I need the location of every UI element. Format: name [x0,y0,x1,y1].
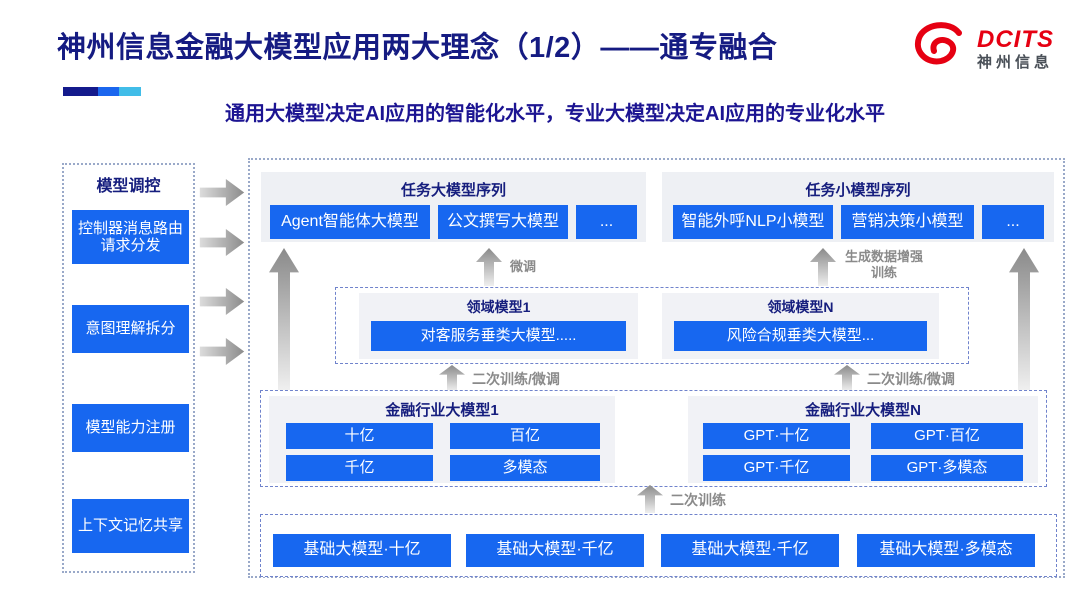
task-small-model-panel: 任务小模型序列 智能外呼NLP小模型 营销决策小模型 ... [662,172,1054,242]
gen-data-train-label: 生成数据增强训练 [844,249,923,281]
industry-model-n-title: 金融行业大模型N [805,402,921,419]
node-risk-compliance-model: 风险合规垂类大模型... [674,321,927,351]
node-marketing-model: 营销决策小模型 [841,205,974,239]
sidebar-item-register: 模型能力注册 [72,404,189,452]
logo-brand-cn-text: 神州信息 [977,54,1054,72]
up-arrow-icon [439,365,465,396]
industry-model-1-panel: 金融行业大模型1 十亿 百亿 千亿 多模态 [269,396,615,483]
secondary-finetune-left-label: 二次训练/微调 [472,371,560,387]
right-arrow-icon [199,288,245,320]
up-arrow-tall-icon [1009,248,1039,395]
node-10b: 百亿 [450,423,600,449]
up-arrow-icon [810,248,836,291]
node-base-1b: 基础大模型·十亿 [273,534,451,567]
node-task-large-more: ... [576,205,637,239]
model-control-sidebar: 模型调控 控制器消息路由请求分发 意图理解拆分 模型能力注册 上下文记忆共享 [62,163,195,573]
task-large-model-panel: 任务大模型序列 Agent智能体大模型 公文撰写大模型 ... [261,172,646,242]
sidebar-item-router: 控制器消息路由请求分发 [72,210,189,264]
industry-model-1-title: 金融行业大模型1 [385,402,499,419]
node-task-small-more: ... [982,205,1044,239]
title-accent-bar [63,87,141,96]
right-arrow-icon [199,229,245,261]
up-arrow-tall-icon [269,248,299,395]
node-base-multimodal: 基础大模型·多模态 [857,534,1035,567]
subtitle: 通用大模型决定AI应用的智能化水平，专业大模型决定AI应用的专业化水平 [225,103,885,125]
logo-brand-text: DCITS [977,26,1054,54]
node-nlp-callout-model: 智能外呼NLP小模型 [673,205,833,239]
secondary-finetune-right-label: 二次训练/微调 [867,371,955,387]
node-doc-writing-model: 公文撰写大模型 [438,205,568,239]
page-title: 神州信息金融大模型应用两大理念（1/2）——通专融合 [57,32,778,64]
node-gpt-100b: GPT·千亿 [703,455,850,481]
industry-models-box: 金融行业大模型1 十亿 百亿 千亿 多模态 金融行业大模型N GPT·十亿 GP… [260,390,1047,487]
node-gpt-10b: GPT·百亿 [871,423,1023,449]
node-gpt-1b: GPT·十亿 [703,423,850,449]
node-1b: 十亿 [286,423,433,449]
architecture-diagram: 任务大模型序列 Agent智能体大模型 公文撰写大模型 ... 任务小模型序列 … [248,158,1065,578]
node-100b: 千亿 [286,455,433,481]
sidebar-item-context: 上下文记忆共享 [72,499,189,553]
task-large-title: 任务大模型序列 [400,182,506,199]
node-base-100b-a: 基础大模型·千亿 [466,534,644,567]
task-small-title: 任务小模型序列 [805,182,911,199]
right-arrow-icon [199,338,245,370]
up-arrow-icon [834,365,860,396]
node-customer-service-model: 对客服务垂类大模型..... [371,321,626,351]
base-models-box: 基础大模型·十亿 基础大模型·千亿 基础大模型·千亿 基础大模型·多模态 [260,514,1057,577]
domain-models-box: 领域模型1 对客服务垂类大模型..... 领域模型N 风险合规垂类大模型... [335,287,969,364]
sidebar-item-intent: 意图理解拆分 [72,305,189,353]
up-arrow-icon [476,248,502,291]
industry-model-n-panel: 金融行业大模型N GPT·十亿 GPT·百亿 GPT·千亿 GPT·多模态 [688,396,1038,483]
sidebar-title: 模型调控 [96,178,161,195]
up-arrow-icon [637,485,663,518]
domain-model-n-panel: 领域模型N 风险合规垂类大模型... [662,293,939,359]
dcits-logo: DCITS 神州信息 [911,22,1054,77]
domain-model-1-panel: 领域模型1 对客服务垂类大模型..... [359,293,638,359]
node-base-100b-b: 基础大模型·千亿 [661,534,839,567]
node-multimodal: 多模态 [450,455,600,481]
finetune-label: 微调 [510,259,537,274]
secondary-train-label: 二次训练 [670,492,726,508]
dcits-swirl-icon [911,22,969,77]
domain-model-n-title: 领域模型N [767,299,834,315]
node-gpt-multimodal: GPT·多模态 [871,455,1023,481]
node-agent-large-model: Agent智能体大模型 [270,205,430,239]
right-arrow-icon [199,179,245,211]
domain-model-1-title: 领域模型1 [466,299,531,315]
